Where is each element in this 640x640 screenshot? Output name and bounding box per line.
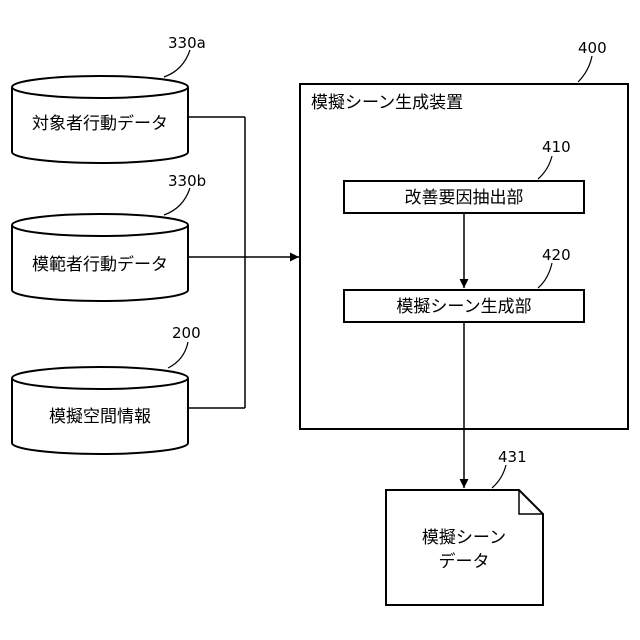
database-label: 模擬空間情報 xyxy=(49,407,151,427)
ref-leader xyxy=(164,50,190,77)
ref-number: 330b xyxy=(168,172,206,190)
simulated-scene-data-document: 模擬シーン データ xyxy=(386,490,543,605)
database-subject-behavior: 対象者行動データ xyxy=(12,76,188,163)
document-label-line2: データ xyxy=(439,551,490,572)
document-label-line1: 模擬シーン xyxy=(422,528,506,548)
ref-leader xyxy=(578,56,592,82)
ref-number: 431 xyxy=(498,448,527,466)
database-label: 対象者行動データ xyxy=(32,113,168,134)
ref-leader xyxy=(168,342,188,368)
ref-number: 330a xyxy=(168,34,206,52)
unit-label: 模擬シーン生成部 xyxy=(396,297,531,317)
ref-leader xyxy=(492,465,506,488)
ref-number: 200 xyxy=(172,324,201,342)
unit-label: 改善要因抽出部 xyxy=(405,188,524,208)
input-connectors xyxy=(188,117,299,408)
ref-leader xyxy=(164,188,190,215)
device-title: 模擬シーン生成装置 xyxy=(311,93,463,113)
database-model-behavior: 模範者行動データ xyxy=(12,214,188,301)
database-label: 模範者行動データ xyxy=(32,254,168,275)
improvement-factor-extraction-unit: 改善要因抽出部 xyxy=(344,181,584,213)
ref-number: 420 xyxy=(542,246,571,264)
database-simulated-space: 模擬空間情報 xyxy=(12,367,188,454)
ref-number: 410 xyxy=(542,138,571,156)
simulated-scene-generation-unit: 模擬シーン生成部 xyxy=(344,290,584,322)
ref-number: 400 xyxy=(578,39,607,57)
